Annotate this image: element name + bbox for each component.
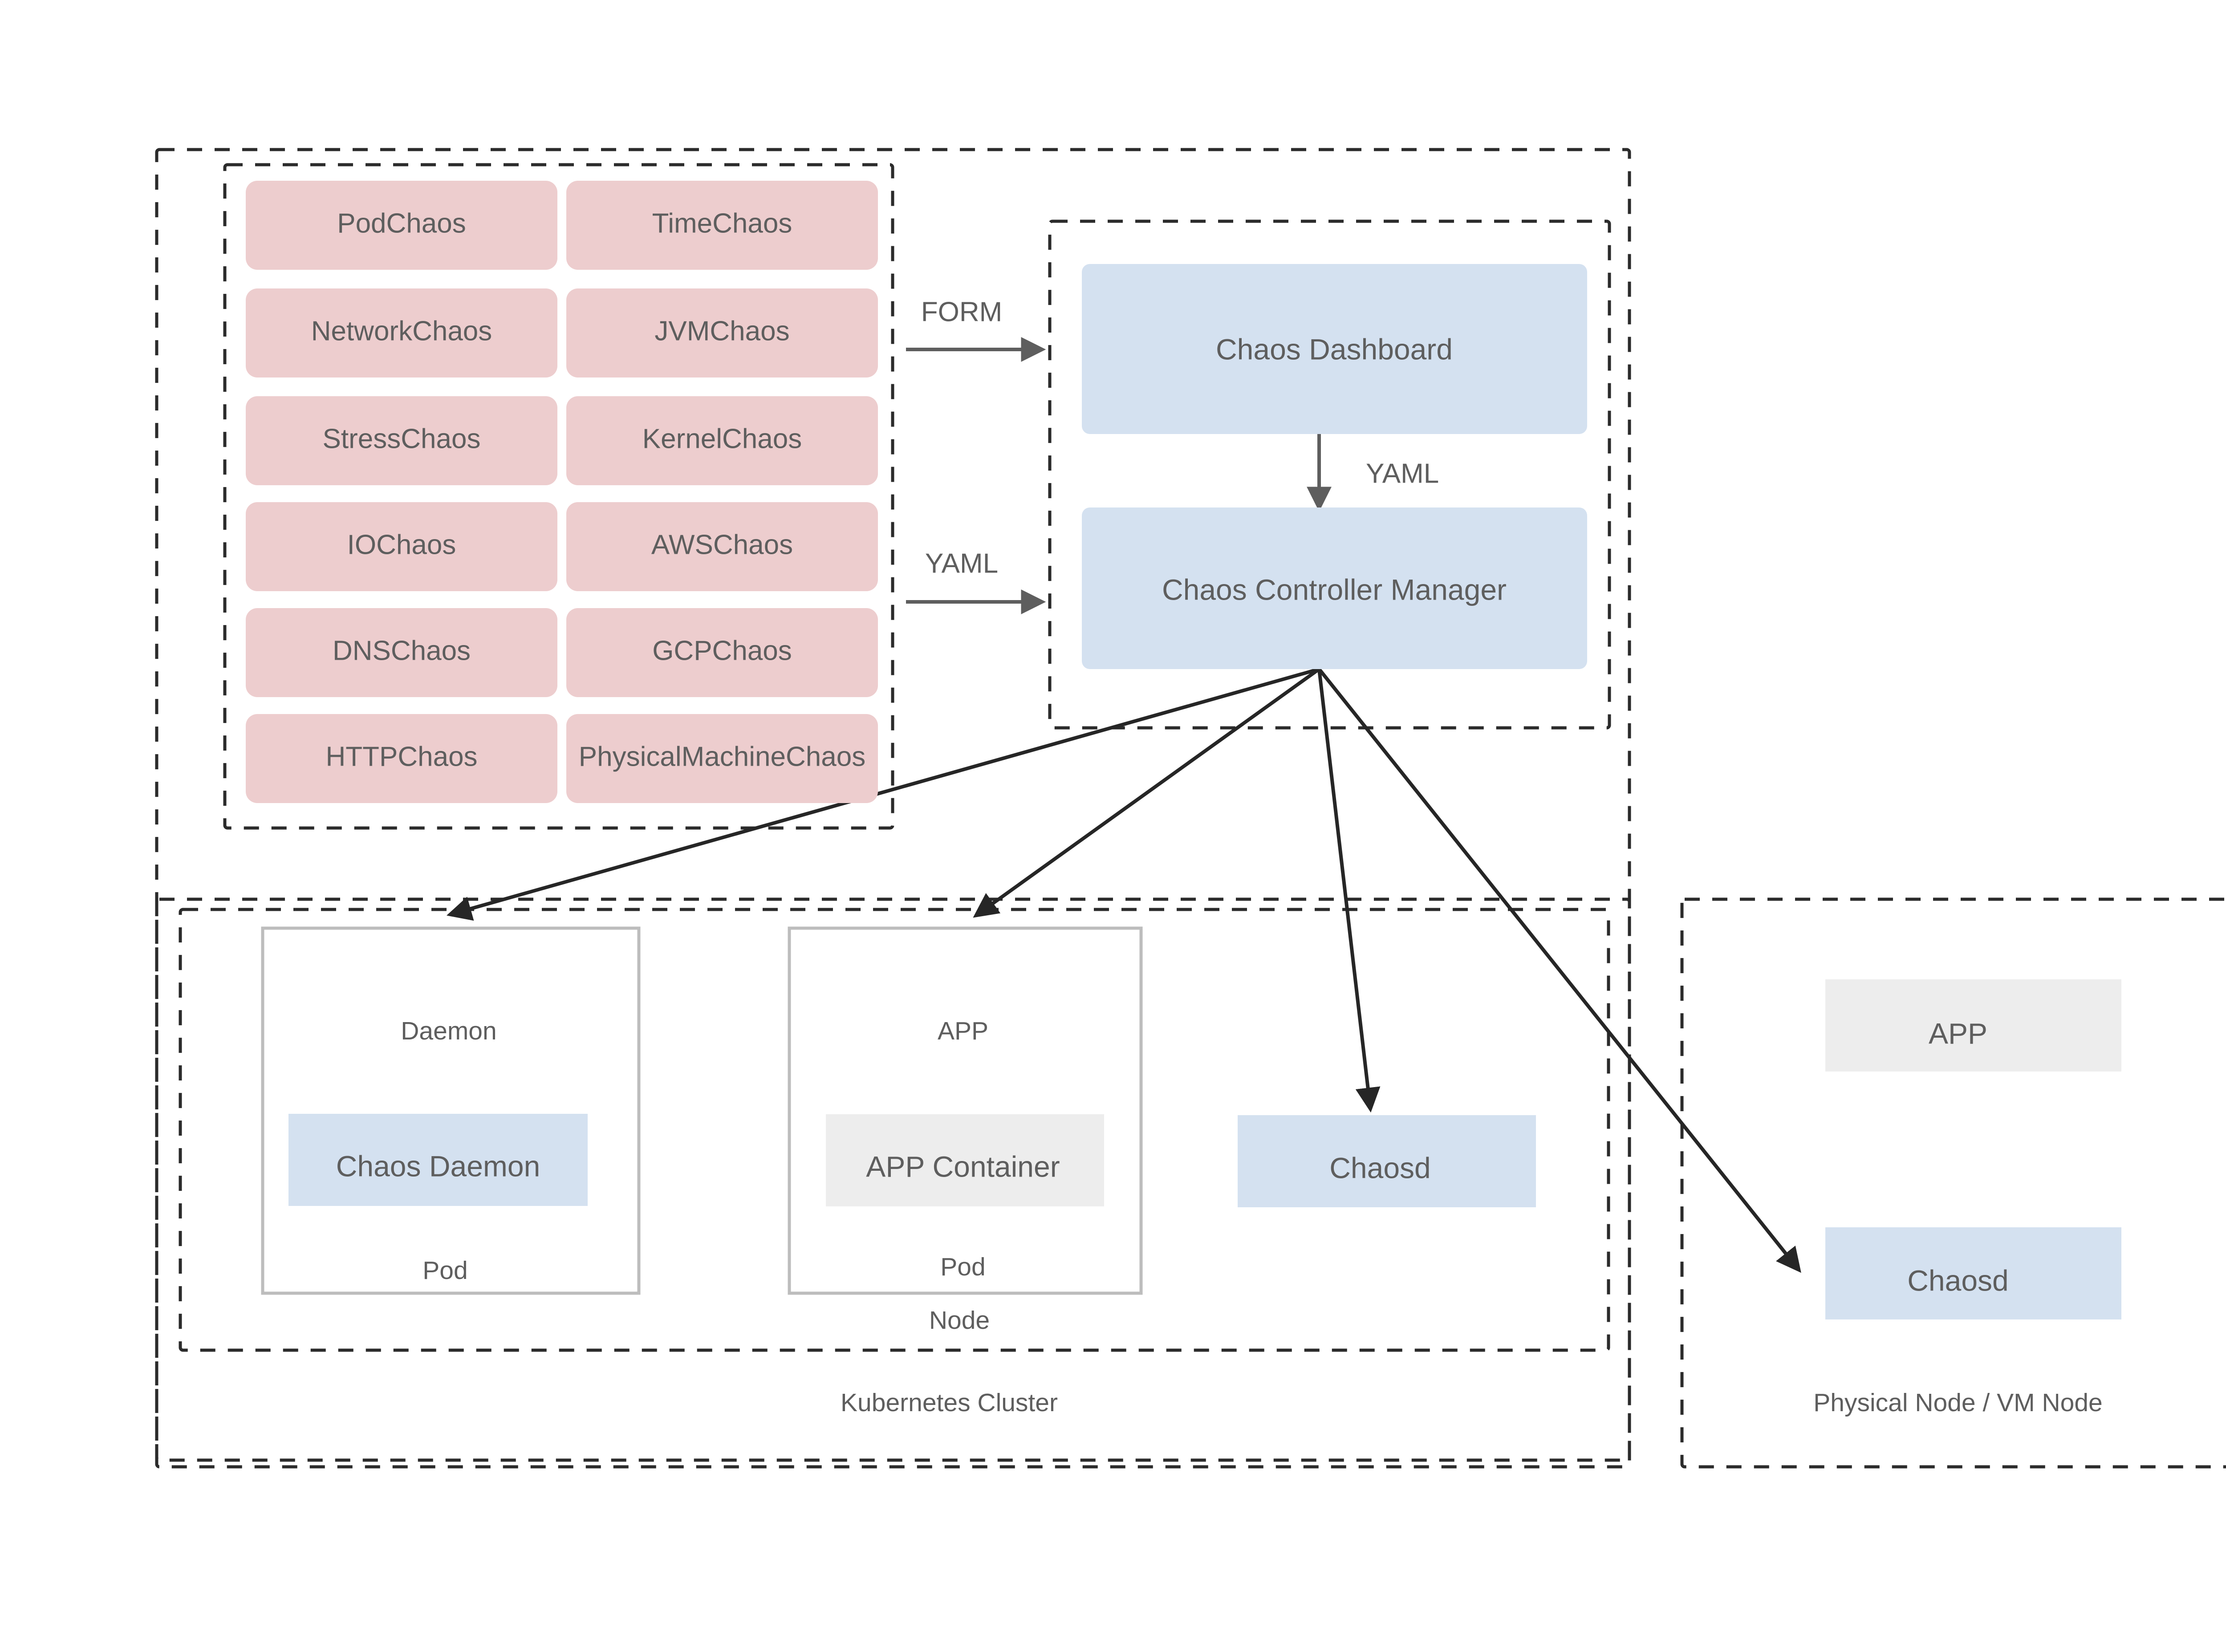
controller-to-app-pod-arrow xyxy=(973,667,1320,918)
chaos-type-box[interactable] xyxy=(566,288,878,377)
chaos-type-box[interactable] xyxy=(566,181,878,270)
control-plane-group xyxy=(1048,219,1611,730)
app-pod-title: APP xyxy=(938,1017,988,1045)
chaos-type-box[interactable] xyxy=(566,502,878,591)
physical-app-box[interactable] xyxy=(1825,979,2121,1072)
chaosd-cluster-box[interactable] xyxy=(1238,1115,1536,1207)
chaos-daemon-box[interactable] xyxy=(288,1114,588,1206)
controller-to-chaos-daemon-arrow xyxy=(447,667,1320,921)
chaos-controller-manager-label: Chaos Controller Manager xyxy=(1162,573,1507,606)
chaos-dashboard-box[interactable] xyxy=(1082,264,1587,434)
app-container-label: APP Container xyxy=(866,1150,1060,1183)
chaos-type-label: HTTPChaos xyxy=(325,741,477,772)
chaos-type-label: StressChaos xyxy=(323,423,481,454)
chaos-type-label: NetworkChaos xyxy=(311,316,492,346)
kubernetes-cluster-group xyxy=(155,897,1631,1469)
physical-chaosd-label: Chaosd xyxy=(1907,1264,2009,1297)
chaos-type-box[interactable] xyxy=(246,608,557,697)
controller-to-chaosd-physical-arrow xyxy=(1317,668,1801,1273)
chaos-mesh-outer-group xyxy=(155,148,1631,1462)
chaos-type-label: AWSChaos xyxy=(651,529,793,560)
daemon-pod-box xyxy=(261,926,641,1295)
node-group-label: Node xyxy=(929,1306,990,1335)
chaos-type-box[interactable] xyxy=(246,502,557,591)
daemon-pod-footer: Pod xyxy=(422,1256,467,1285)
chaos-type-label: PhysicalMachineChaos xyxy=(579,741,865,772)
chaos-type-box[interactable] xyxy=(246,181,557,270)
daemon-pod-title: Daemon xyxy=(401,1017,496,1045)
chaos-type-box[interactable] xyxy=(246,396,557,485)
chaos-type-box[interactable] xyxy=(246,288,557,377)
app-pod-box xyxy=(788,926,1143,1295)
chaos-type-label: GCPChaos xyxy=(652,635,792,666)
chaos-type-label: TimeChaos xyxy=(652,208,792,239)
chaos-type-box[interactable] xyxy=(246,714,557,803)
chaos-controller-manager-box[interactable] xyxy=(1082,507,1587,669)
controller-to-chaosd-cluster-arrow xyxy=(1317,669,1381,1113)
chaos-type-label: KernelChaos xyxy=(642,423,802,454)
app-container-box[interactable] xyxy=(826,1114,1104,1206)
chaos-type-label: JVMChaos xyxy=(654,316,789,346)
chaos-types-group xyxy=(223,163,894,830)
chaos-type-box[interactable] xyxy=(566,714,878,803)
physical-node-group xyxy=(1680,897,2226,1469)
node-group xyxy=(179,908,1610,1352)
chaos-type-label: IOChaos xyxy=(347,529,456,560)
kubernetes-cluster-label: Kubernetes Cluster xyxy=(841,1388,1058,1417)
chaos-daemon-label: Chaos Daemon xyxy=(336,1149,540,1182)
yaml-edge-label: YAML xyxy=(925,548,998,579)
chaos-dashboard-label: Chaos Dashboard xyxy=(1216,333,1453,365)
chaos-type-box[interactable] xyxy=(566,608,878,697)
chaosd-cluster-label: Chaosd xyxy=(1329,1151,1431,1184)
chaos-type-label: DNSChaos xyxy=(333,635,471,666)
chaos-type-box[interactable] xyxy=(566,396,878,485)
app-pod-footer: Pod xyxy=(940,1253,985,1281)
chaos-type-label: PodChaos xyxy=(337,208,466,239)
physical-chaosd-box[interactable] xyxy=(1825,1227,2121,1319)
physical-app-label: APP xyxy=(1929,1017,1987,1050)
physical-node-group-label: Physical Node / VM Node xyxy=(1813,1388,2102,1417)
form-edge-label: FORM xyxy=(921,296,1003,327)
dashboard-controller-edge-label: YAML xyxy=(1366,458,1439,489)
